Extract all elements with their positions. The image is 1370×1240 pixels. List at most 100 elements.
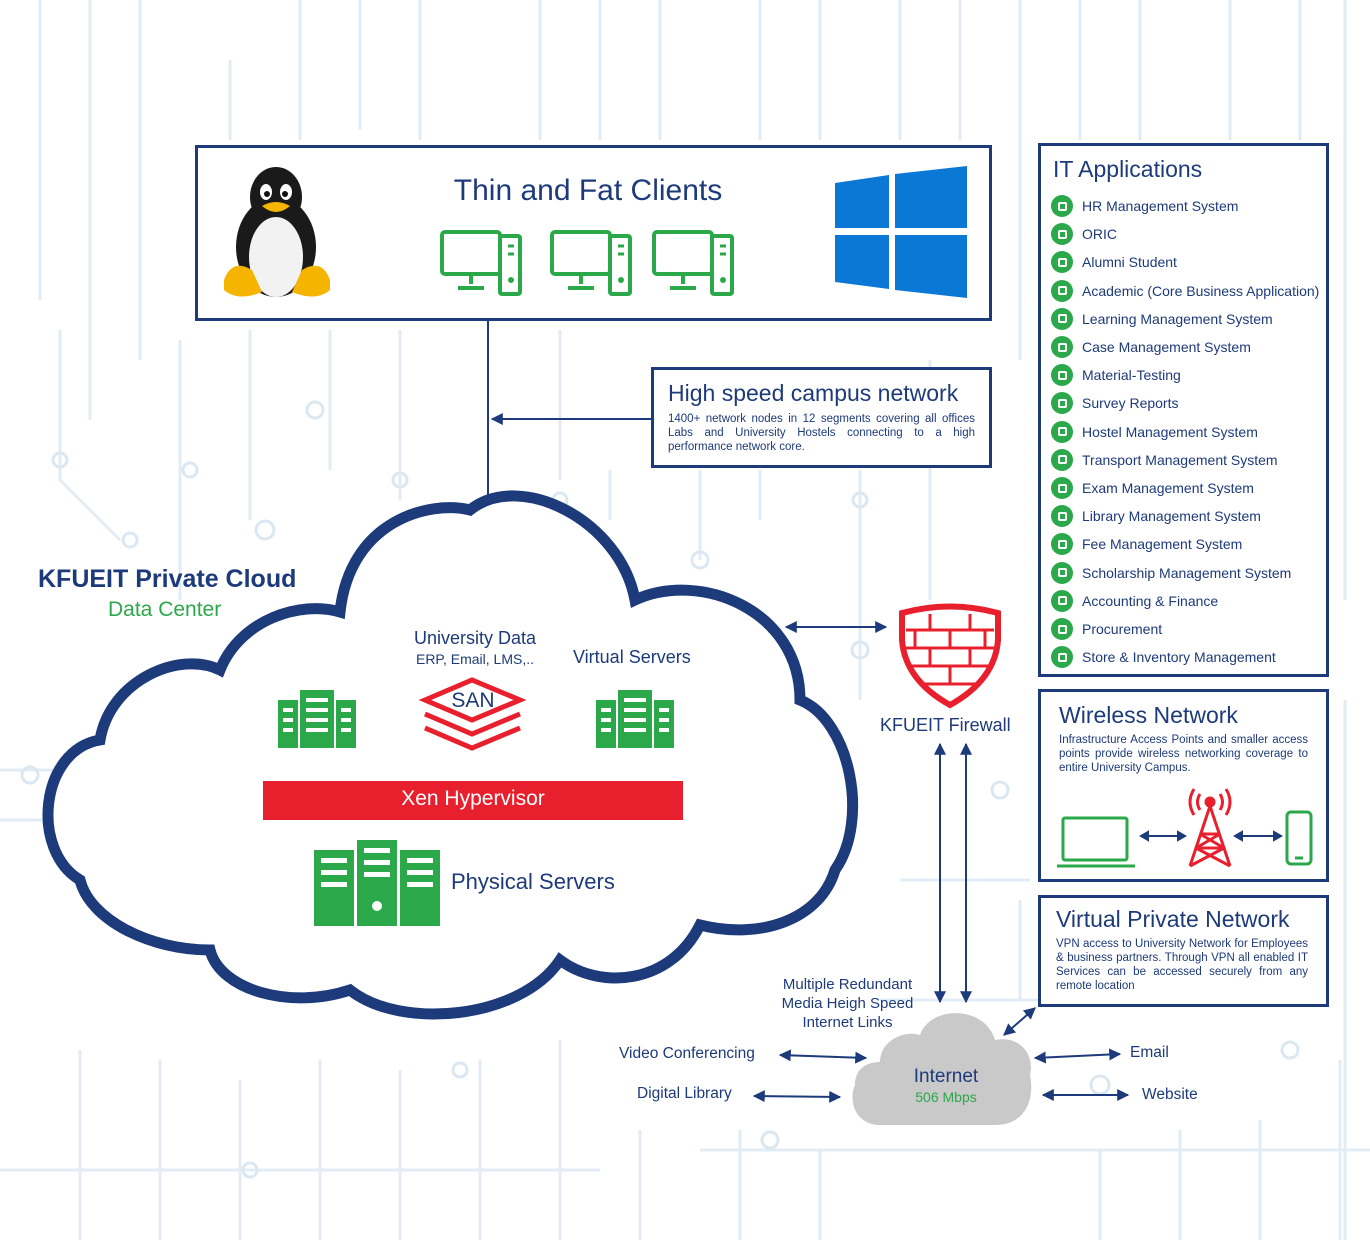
app-list-item: Fee Management System	[1051, 532, 1242, 556]
vpn-arrow	[1003, 1007, 1036, 1036]
vpn-title: Virtual Private Network	[1056, 906, 1290, 932]
vpn-description: VPN access to University Network for Emp…	[1056, 938, 1308, 992]
app-list-item: Procurement	[1051, 617, 1162, 641]
wireless-network-description: Infrastructure Access Points and smaller…	[1059, 734, 1308, 774]
app-icon	[1051, 279, 1073, 302]
internet-cloud-shape	[852, 1013, 1032, 1125]
app-list-item: Alumni Student	[1051, 250, 1177, 274]
vpn-panel: Virtual Private Network VPN access to Un…	[1038, 895, 1329, 1007]
app-list-item: Learning Management System	[1051, 307, 1273, 331]
app-list-item: Case Management System	[1051, 335, 1251, 359]
app-label: Case Management System	[1082, 339, 1251, 355]
app-icon	[1051, 364, 1073, 387]
app-icon	[1051, 307, 1073, 330]
server-rack-icon	[278, 690, 356, 748]
app-label: Accounting & Finance	[1082, 592, 1219, 609]
wireless-network-panel: Wireless Network Infrastructure Access P…	[1038, 689, 1329, 882]
desktop-computer-icon	[440, 230, 734, 296]
private-cloud-title: KFUEIT Private Cloud	[38, 565, 297, 593]
app-list-item: Library Management System	[1051, 504, 1261, 528]
wifi-tower-icon	[1188, 788, 1232, 868]
app-list-item: Store & Inventory Management	[1051, 645, 1276, 669]
physical-servers-label: Physical Servers	[451, 869, 615, 894]
app-label: Library Management System	[1082, 508, 1261, 525]
physical-server-icon	[314, 840, 440, 926]
app-label: Transport Management System	[1082, 451, 1278, 468]
app-label: Exam Management System	[1082, 480, 1254, 496]
hypervisor-label: Xen Hypervisor	[401, 787, 545, 810]
app-label: Scholarship Management System	[1082, 564, 1292, 581]
app-icon	[1051, 223, 1073, 246]
app-icon	[1051, 251, 1073, 274]
app-label: Store & Inventory Management	[1082, 649, 1276, 666]
university-data-label: University Data	[413, 628, 537, 648]
clients-panel: Thin and Fat Clients	[195, 145, 992, 321]
firewall-shield-icon	[899, 603, 1001, 709]
app-label: Fee Management System	[1082, 536, 1243, 553]
app-list-item: Hostel Management System	[1051, 420, 1258, 444]
virtual-server-rack-icon	[596, 690, 674, 748]
app-list-item: Survey Reports	[1051, 391, 1178, 415]
links-label-line-3: Internet Links	[802, 1014, 893, 1031]
app-icon	[1051, 336, 1073, 358]
linux-penguin-icon	[224, 167, 330, 297]
links-label: Multiple Redundant Media Heigh Speed Int…	[770, 975, 925, 1032]
app-label: Alumni Student	[1082, 254, 1177, 271]
app-icon	[1051, 477, 1073, 499]
university-data-sub-label: ERP, Email, LMS,..	[415, 651, 534, 667]
windows-logo-icon	[835, 166, 967, 298]
app-label: Academic (Core Business Application)	[1082, 282, 1320, 299]
clients-title: Thin and Fat Clients	[453, 174, 723, 207]
firewall-label: KFUEIT Firewall	[880, 715, 1011, 735]
app-label: Hostel Management System	[1082, 423, 1258, 440]
app-icon	[1051, 448, 1073, 471]
app-label: HR Management System	[1082, 198, 1239, 214]
app-list-item: Accounting & Finance	[1051, 589, 1218, 613]
campus-network-description: 1400+ network nodes in 12 segments cover…	[668, 413, 975, 453]
it-applications-title: IT Applications	[1053, 156, 1203, 182]
app-icon	[1051, 561, 1073, 584]
video-conferencing-arrow	[778, 1049, 868, 1064]
private-cloud-shape	[42, 490, 859, 1020]
wireless-network-title: Wireless Network	[1059, 702, 1238, 728]
app-label: Material-Testing	[1082, 367, 1181, 384]
san-label: SAN	[451, 689, 495, 712]
laptop-icon	[1057, 816, 1135, 868]
digital-library-label: Digital Library	[637, 1085, 732, 1102]
app-list-item: HR Management System	[1051, 194, 1238, 218]
app-icon	[1051, 420, 1073, 443]
internet-label: Internet	[913, 1066, 979, 1087]
app-list-item: Scholarship Management System	[1051, 561, 1291, 585]
app-label: Procurement	[1082, 621, 1163, 637]
app-icon	[1051, 589, 1073, 612]
app-list-item: Material-Testing	[1051, 363, 1181, 387]
wireless-devices-diagram	[1057, 788, 1313, 868]
digital-library-arrow	[752, 1090, 842, 1103]
app-icon	[1051, 505, 1073, 528]
hypervisor-bar	[263, 781, 683, 820]
links-label-line-1: Multiple Redundant	[782, 976, 913, 993]
app-list-item: ORIC	[1051, 222, 1117, 246]
campus-network-panel: High speed campus network 1400+ network …	[651, 367, 992, 468]
app-list-item: Transport Management System	[1051, 448, 1278, 472]
app-icon	[1051, 533, 1073, 556]
san-storage-icon	[418, 677, 527, 751]
app-icon	[1051, 195, 1073, 217]
video-conferencing-label: Video Conferencing	[619, 1045, 755, 1062]
app-label: Survey Reports	[1082, 395, 1179, 412]
email-label: Email	[1130, 1044, 1169, 1061]
app-icon	[1051, 646, 1073, 669]
app-list-item: Exam Management System	[1051, 476, 1254, 500]
campus-network-title: High speed campus network	[668, 380, 959, 406]
internet-speed-label: 506 Mbps	[915, 1089, 977, 1105]
virtual-servers-label: Virtual Servers	[573, 647, 691, 667]
app-label: Learning Management System	[1082, 310, 1273, 327]
app-icon	[1051, 392, 1073, 415]
email-arrow	[1033, 1048, 1122, 1064]
private-cloud-subtitle: Data Center	[108, 598, 222, 621]
app-label: ORIC	[1082, 226, 1117, 243]
website-label: Website	[1142, 1086, 1198, 1103]
